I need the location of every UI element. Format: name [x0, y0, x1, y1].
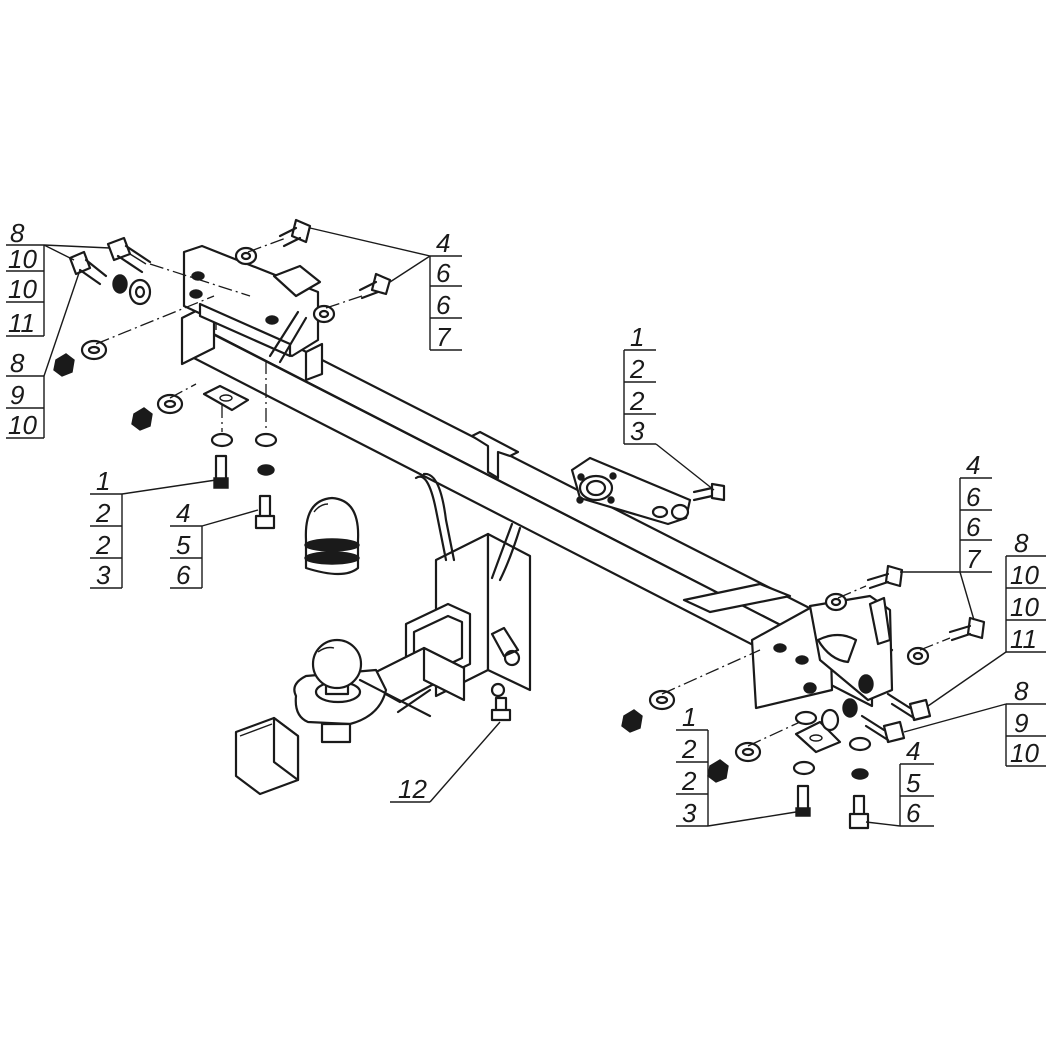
washer-icon [906, 646, 930, 666]
center-hook-bracket [470, 430, 520, 480]
callout-number: 10 [8, 274, 37, 304]
callout-number: 2 [629, 354, 645, 384]
nut-icon [53, 353, 75, 377]
callout-number: 6 [966, 482, 981, 512]
callout-mid-left-a: 1 2 2 3 [90, 466, 217, 590]
washer-icon [210, 432, 234, 448]
callout-bottom-pin: 12 [390, 721, 501, 804]
washer-icon [734, 741, 762, 763]
callout-number: 8 [1014, 676, 1029, 706]
lock-washer-icon [257, 464, 275, 476]
tow-ball-cap [304, 496, 360, 576]
callout-right-a: 4 6 6 7 [900, 450, 992, 621]
callout-number: 4 [906, 736, 920, 766]
callout-number: 8 [10, 348, 25, 378]
callout-top-left-b: 8 9 10 [6, 269, 81, 440]
callout-number: 3 [630, 416, 645, 446]
callout-number: 2 [681, 734, 697, 764]
bolt-icon [866, 564, 904, 590]
callout-number: 3 [682, 798, 697, 828]
callout-top-center: 4 6 6 7 [309, 227, 462, 352]
callout-number: 10 [1010, 560, 1039, 590]
bolt-icon [106, 236, 152, 274]
callout-number: 2 [95, 530, 111, 560]
callout-mid-left-b: 4 5 6 [170, 498, 259, 590]
nut-icon [621, 709, 643, 733]
callout-number: 4 [176, 498, 190, 528]
callout-number: 11 [1010, 624, 1037, 654]
bolt-icon [213, 454, 229, 489]
callout-number: 2 [629, 386, 645, 416]
callout-top-left-a: 8 10 10 11 [6, 218, 111, 338]
washer-icon [848, 736, 872, 752]
callout-number: 8 [10, 218, 25, 248]
callout-number: 10 [8, 244, 37, 274]
callout-number: 1 [96, 466, 110, 496]
callout-number: 10 [1010, 738, 1039, 768]
bolt-icon [795, 784, 811, 817]
washer-icon [234, 246, 258, 266]
washer-icon [156, 393, 184, 415]
callout-number: 6 [436, 258, 451, 288]
callout-right-c: 8 9 10 [903, 676, 1046, 768]
callout-mid-right: 1 2 2 3 [623, 322, 715, 491]
callout-number: 6 [906, 798, 921, 828]
callout-number: 2 [95, 498, 111, 528]
callout-number: 4 [966, 450, 980, 480]
fasteners [53, 218, 986, 830]
bolt-icon [278, 218, 312, 248]
bolt-icon [358, 272, 392, 300]
hitch-receiver [358, 472, 532, 714]
callout-number: 11 [8, 308, 35, 338]
bolt-icon [886, 692, 932, 722]
washer-icon [794, 710, 818, 726]
callout-number: 5 [906, 768, 921, 798]
callout-number: 3 [96, 560, 111, 590]
bolt-icon [68, 250, 108, 286]
callout-bottom-b: 4 5 6 [865, 736, 934, 828]
washer-icon [254, 432, 278, 448]
callout-number: 10 [8, 410, 37, 440]
bolt-icon [254, 494, 276, 530]
washer-icon [80, 339, 108, 361]
callout-number: 12 [398, 774, 427, 804]
callout-right-b: 8 10 10 11 [927, 528, 1046, 707]
bolt-icon [860, 714, 906, 744]
nut-icon [707, 759, 729, 783]
callout-number: 5 [176, 530, 191, 560]
callout-number: 2 [681, 766, 697, 796]
washer-icon [648, 689, 676, 711]
washer-icon [792, 760, 816, 776]
callout-number: 6 [176, 560, 191, 590]
callout-number: 9 [1014, 708, 1028, 738]
pin-bolt-icon [490, 696, 512, 722]
lock-washer-icon [112, 274, 128, 294]
receiver-plug [234, 716, 300, 796]
callout-number: 10 [1010, 592, 1039, 622]
left-mounting-bracket [182, 244, 324, 412]
washer-icon [312, 304, 336, 324]
callout-number: 9 [10, 380, 24, 410]
washer-icon [824, 592, 848, 612]
bolt-icon [692, 482, 726, 502]
callout-number: 1 [682, 702, 696, 732]
washer-icon [128, 278, 152, 306]
tow-ball-mount [293, 638, 432, 744]
assembly-axis-lines [95, 237, 951, 747]
bolt-icon [948, 616, 986, 642]
nut-icon [131, 407, 153, 431]
callout-number: 8 [1014, 528, 1029, 558]
callout-number: 1 [630, 322, 644, 352]
bolt-icon [848, 794, 870, 830]
lock-washer-icon [851, 768, 869, 780]
callout-bottom-a: 1 2 2 3 [676, 702, 797, 828]
callout-number: 7 [436, 322, 452, 352]
callout-number: 6 [966, 512, 981, 542]
callout-number: 4 [436, 228, 450, 258]
callout-number: 6 [436, 290, 451, 320]
callout-number: 7 [966, 544, 982, 574]
lock-washer-icon [858, 674, 874, 694]
